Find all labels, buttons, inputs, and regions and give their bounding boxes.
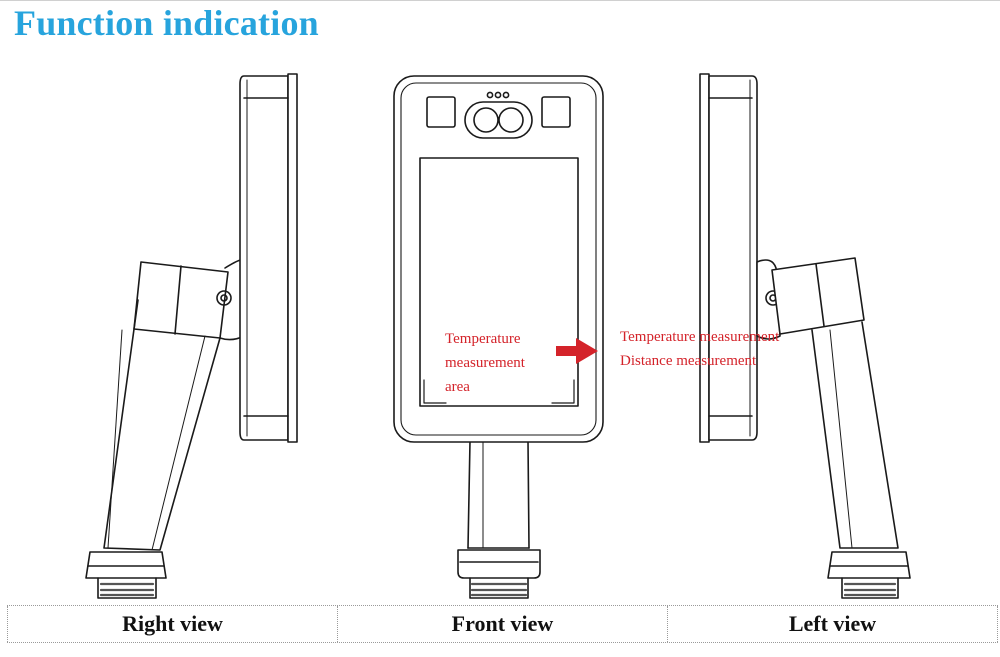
- left-view-drawing: [699, 73, 911, 599]
- right-view-drawing: [85, 73, 298, 599]
- right-view-panel: [239, 73, 298, 443]
- front-view-left-sensor: [426, 96, 456, 128]
- annotation-line: area: [445, 379, 470, 395]
- front-view-camera-housing: [464, 101, 533, 139]
- front-view-camera-lens-right: [498, 107, 524, 133]
- caption-right-view: Right view: [7, 606, 337, 642]
- view-caption-row: Right view Front view Left view: [7, 605, 998, 643]
- front-view-body: [393, 75, 604, 443]
- measurement-arrow: [556, 338, 598, 364]
- left-view-panel: [699, 73, 758, 443]
- front-view-right-sensor: [541, 96, 571, 128]
- function-annotation: Temperature measurement Distance measure…: [620, 325, 820, 373]
- caption-front-view: Front view: [337, 606, 667, 642]
- annotation-line: Distance measurement: [620, 353, 757, 369]
- device-diagram: [85, 73, 911, 599]
- right-view-stand: [85, 258, 245, 599]
- left-view-stand: [756, 257, 911, 599]
- annotation-line: Temperature measurement: [620, 329, 780, 345]
- annotation-line: measurement: [445, 355, 525, 371]
- page-title: Function indication: [14, 3, 319, 43]
- caption-left-view: Left view: [667, 606, 998, 642]
- top-border: [0, 0, 1000, 1]
- front-view-drawing: [393, 75, 604, 599]
- right-view-hinge-screw: [216, 290, 232, 306]
- annotation-line: Temperature: [445, 331, 521, 347]
- temperature-area-annotation: Temperature measurement area: [445, 327, 555, 399]
- front-view-camera-lens-left: [473, 107, 499, 133]
- front-view-screen: [419, 157, 579, 407]
